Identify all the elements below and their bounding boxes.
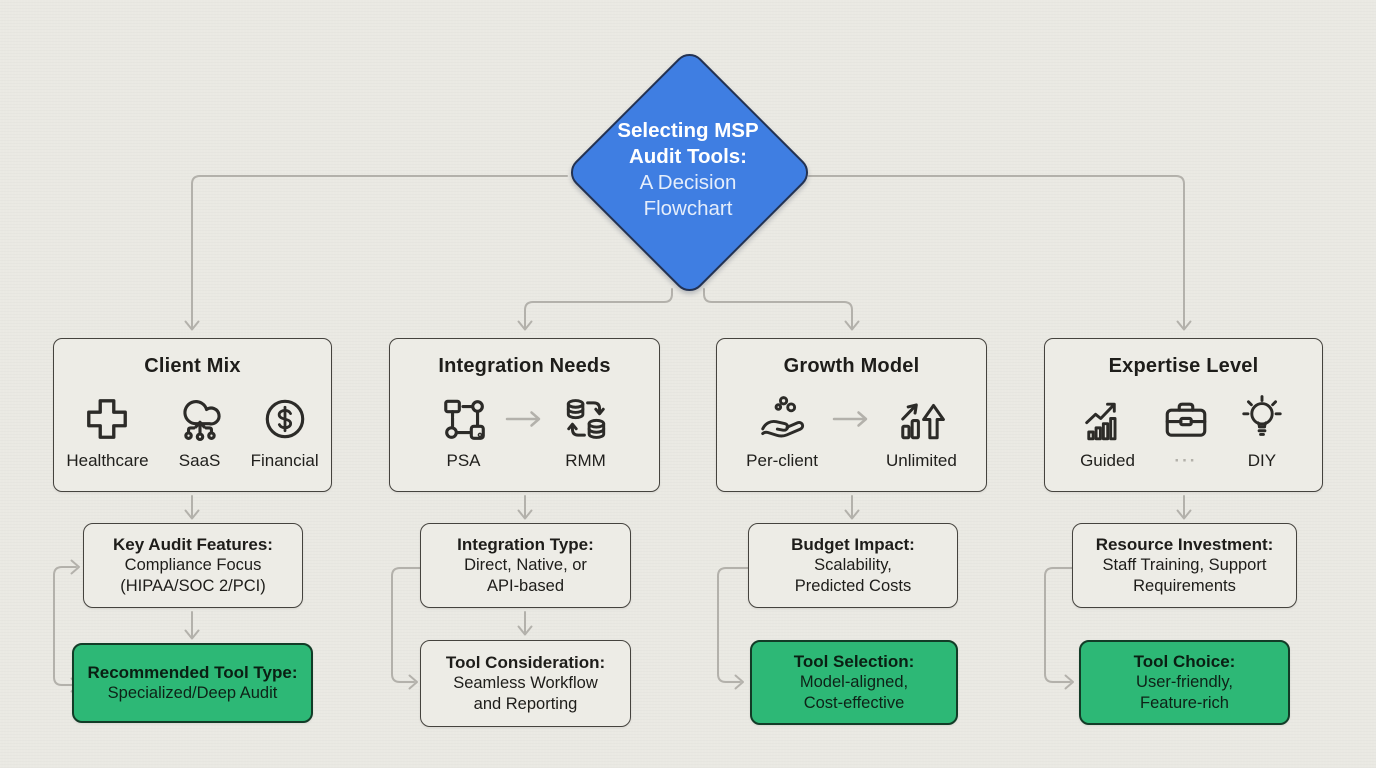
icon-cell-psa: PSA — [439, 394, 489, 471]
category-title: Integration Needs — [438, 355, 611, 377]
icon-label: Guided — [1080, 451, 1135, 470]
end-box-integration-needs: Tool Consideration: Seamless Workflow an… — [420, 640, 631, 727]
lightbulb-icon — [1242, 395, 1282, 436]
box-title: Tool Consideration: — [445, 653, 606, 672]
icon-label: DIY — [1247, 451, 1277, 470]
icon-cell-guided: Guided — [1080, 394, 1135, 471]
middle-box-integration-needs: Integration Type: Direct, Native, or API… — [420, 523, 631, 608]
category-box-growth-model: Growth Model Per-client — [716, 338, 987, 492]
icon-cell-financial: Financial — [251, 394, 319, 471]
box-title: Tool Choice: — [1133, 652, 1236, 671]
dollar-circle-icon — [265, 399, 304, 439]
box-line: Cost-effective — [803, 694, 905, 712]
growth-arrows-icon — [901, 403, 946, 440]
hand-coins-icon — [761, 396, 805, 438]
category-title: Client Mix — [144, 355, 241, 377]
transition-arrow — [503, 394, 547, 444]
box-title: Tool Selection: — [793, 652, 915, 671]
database-sync-icon — [566, 399, 605, 439]
diamond-title-line: Audit Tools: — [628, 145, 748, 168]
box-line: and Reporting — [473, 695, 578, 713]
box-title: Integration Type: — [457, 535, 594, 554]
transition-arrow — [830, 394, 874, 444]
icon-cell-saas: SaaS — [175, 394, 225, 471]
middle-box-client-mix: Key Audit Features: Compliance Focus (HI… — [83, 523, 303, 608]
end-box-growth-model: Tool Selection: Model-aligned, Cost-effe… — [750, 640, 958, 725]
box-line: Specialized/Deep Audit — [107, 684, 278, 702]
icon-label: Healthcare — [66, 451, 149, 470]
icon-cell-briefcase: ··· — [1161, 394, 1211, 471]
box-line: Model-aligned, — [799, 673, 909, 691]
category-box-integration-needs: Integration Needs PSA — [389, 338, 660, 492]
box-line: Compliance Focus — [124, 556, 262, 574]
diamond-subtitle-line: A Decision — [639, 171, 737, 194]
category-title: Expertise Level — [1108, 355, 1259, 377]
icon-cell-rmm: RMM — [561, 394, 611, 471]
icon-label: Financial — [250, 451, 319, 470]
middle-box-growth-model: Budget Impact: Scalability, Predicted Co… — [748, 523, 958, 608]
icon-label: Unlimited — [885, 451, 957, 470]
icon-cell-healthcare: Healthcare — [66, 394, 149, 471]
box-line: Feature-rich — [1140, 694, 1229, 712]
cloud-upload-icon — [183, 400, 221, 441]
box-line: API-based — [486, 577, 565, 595]
icon-label: SaaS — [178, 451, 221, 470]
chart-growth-icon — [1085, 402, 1117, 441]
icon-label: ··· — [1174, 451, 1198, 470]
end-box-client-mix: Recommended Tool Type: Specialized/Deep … — [72, 643, 313, 723]
box-title: Recommended Tool Type: — [87, 663, 298, 682]
box-line: Requirements — [1133, 577, 1236, 595]
arrow-right-icon — [505, 411, 540, 427]
box-line: User-friendly, — [1136, 673, 1233, 691]
icon-label: RMM — [565, 451, 606, 470]
box-title: Key Audit Features: — [113, 535, 273, 554]
box-line: Scalability, — [814, 556, 892, 574]
category-box-expertise-level: Expertise Level Guided — [1044, 338, 1323, 492]
box-line: Predicted Costs — [794, 577, 912, 595]
diamond-title-line: Selecting MSP — [617, 119, 759, 142]
arrow-right-icon — [832, 411, 868, 427]
icon-label: Per-client — [746, 451, 818, 470]
box-line: (HIPAA/SOC 2/PCI) — [120, 577, 266, 595]
box-line: Direct, Native, or — [464, 556, 587, 574]
diamond-subtitle-line: Flowchart — [643, 197, 733, 220]
box-line: Staff Training, Support — [1102, 556, 1267, 574]
middle-box-expertise-level: Resource Investment: Staff Training, Sup… — [1072, 523, 1297, 608]
box-title: Budget Impact: — [791, 535, 915, 554]
box-title: Resource Investment: — [1095, 535, 1274, 554]
end-box-expertise-level: Tool Choice: User-friendly, Feature-rich — [1079, 640, 1290, 725]
box-line: Seamless Workflow — [453, 674, 598, 692]
icon-label: PSA — [446, 451, 481, 470]
category-title: Growth Model — [783, 355, 920, 377]
category-box-client-mix: Client Mix Healthcare Sa — [53, 338, 332, 492]
icon-cell-per-client: Per-client — [746, 394, 818, 471]
workflow-nodes-icon — [443, 399, 485, 440]
healthcare-cross-icon — [87, 399, 128, 439]
icon-cell-unlimited: Unlimited — [886, 394, 957, 471]
icon-cell-diy: DIY — [1237, 394, 1287, 471]
diamond-title: Selecting MSP Audit Tools: A Decision Fl… — [578, 118, 798, 222]
briefcase-icon — [1165, 402, 1207, 437]
